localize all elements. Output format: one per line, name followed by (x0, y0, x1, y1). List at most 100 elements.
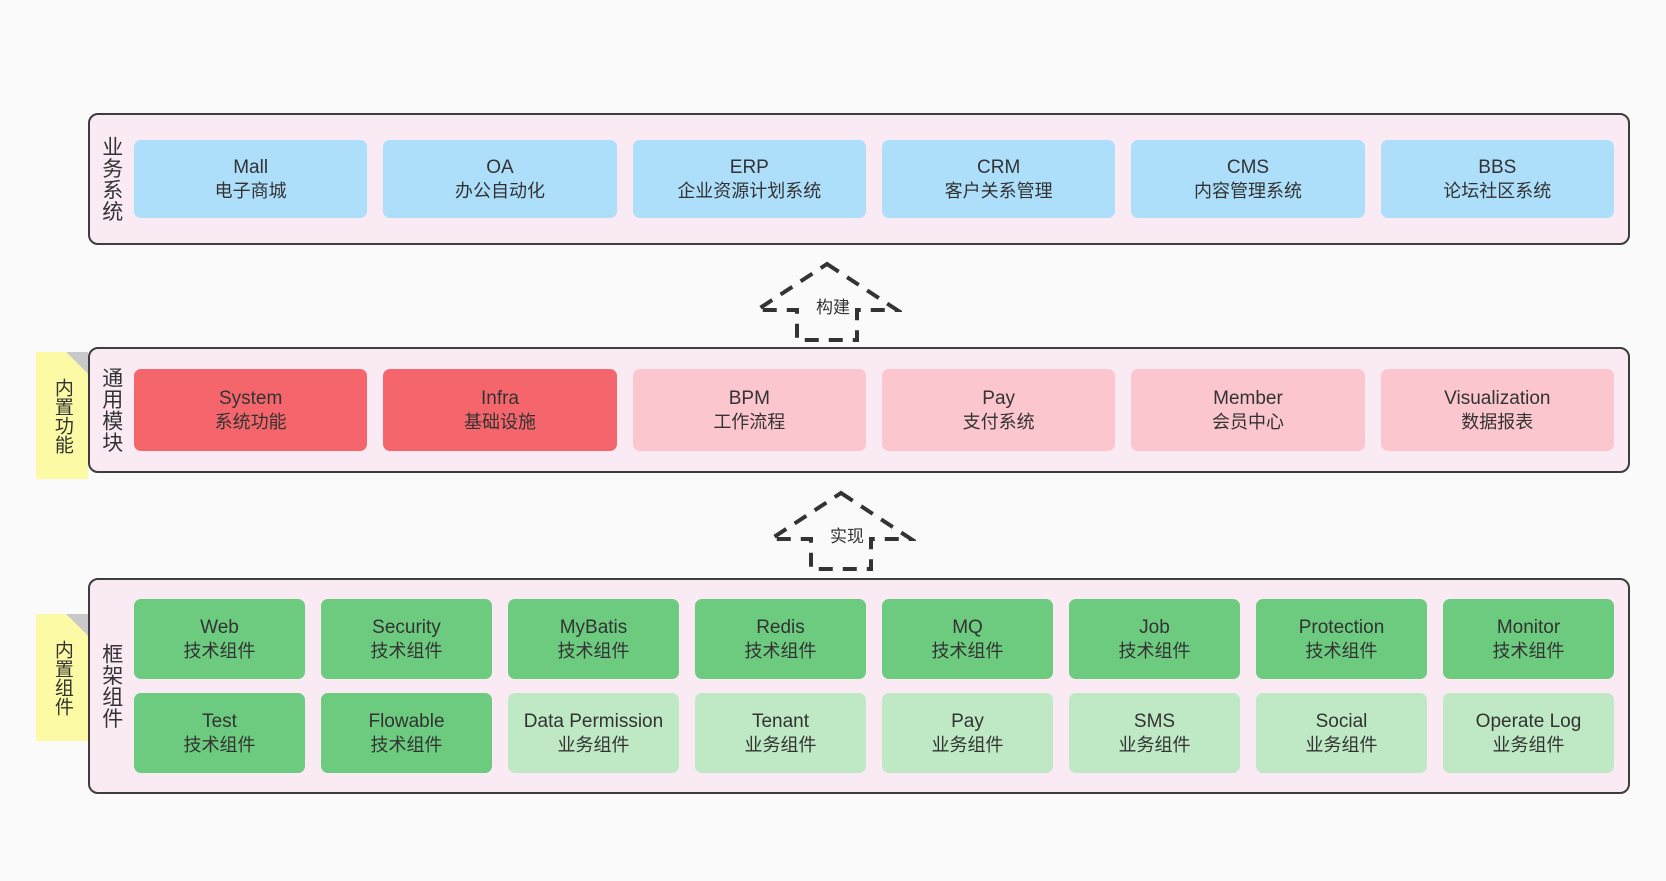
layer-title-common-modules: 通用模块 (99, 367, 123, 453)
card-protection[interactable]: Protection 技术组件 (1256, 599, 1427, 679)
card-subtitle: 论坛社区系统 (1443, 180, 1552, 201)
card-flowable[interactable]: Flowable 技术组件 (321, 693, 492, 773)
card-system[interactable]: System 系统功能 (134, 369, 368, 451)
card-web[interactable]: Web 技术组件 (134, 599, 305, 679)
card-title: Monitor (1496, 616, 1561, 638)
card-title: ERP (729, 156, 769, 178)
card-subtitle: 技术组件 (1492, 640, 1565, 661)
card-bpm[interactable]: BPM 工作流程 (632, 369, 866, 451)
layer-title-business-system: 业务系统 (99, 136, 123, 222)
card-title: MyBatis (559, 616, 628, 638)
card-title: Web (200, 616, 239, 638)
card-redis[interactable]: Redis 技术组件 (695, 599, 866, 679)
card-operate-log[interactable]: Operate Log 业务组件 (1443, 693, 1614, 773)
card-row: Mall 电子商城 OA 办公自动化 ERP 企业资源计划系统 CRM 客户关系… (134, 140, 1614, 218)
layer-body-common-modules: System 系统功能 Infra 基础设施 BPM 工作流程 Pay 支付系统… (132, 349, 1628, 471)
card-title: Visualization (1444, 387, 1551, 409)
folded-corner-icon (66, 352, 88, 374)
card-crm[interactable]: CRM 客户关系管理 (881, 140, 1116, 218)
card-title: Pay (982, 387, 1016, 409)
card-title: Flowable (368, 710, 445, 732)
card-row: Web 技术组件 Security 技术组件 MyBatis 技术组件 Redi… (134, 599, 1614, 679)
card-subtitle: 工作流程 (713, 411, 786, 432)
card-erp[interactable]: ERP 企业资源计划系统 (632, 140, 866, 218)
card-title: SMS (1133, 710, 1176, 732)
folded-corner-icon (66, 614, 88, 636)
connector-build-arrow (752, 261, 902, 342)
card-pay-component[interactable]: Pay 业务组件 (882, 693, 1053, 773)
card-bbs[interactable]: BBS 论坛社区系统 (1380, 140, 1614, 218)
card-sms[interactable]: SMS 业务组件 (1069, 693, 1240, 773)
card-row: System 系统功能 Infra 基础设施 BPM 工作流程 Pay 支付系统… (134, 369, 1614, 451)
card-data-permission[interactable]: Data Permission 业务组件 (508, 693, 679, 773)
layer-body-framework-components: Web 技术组件 Security 技术组件 MyBatis 技术组件 Redi… (132, 580, 1628, 792)
card-subtitle: 业务组件 (557, 734, 630, 755)
card-subtitle: 技术组件 (183, 640, 256, 661)
card-subtitle: 技术组件 (183, 734, 256, 755)
card-title: CMS (1226, 156, 1270, 178)
card-subtitle: 业务组件 (1305, 734, 1378, 755)
card-subtitle: 技术组件 (557, 640, 630, 661)
layer-title-framework-components: 框架组件 (99, 643, 123, 729)
card-subtitle: 技术组件 (370, 640, 443, 661)
sticky-note-label: 内置功能 (51, 377, 73, 454)
card-title: CRM (977, 156, 1021, 178)
card-job[interactable]: Job 技术组件 (1069, 599, 1240, 679)
card-title: BPM (728, 387, 770, 409)
card-title: System (218, 387, 283, 409)
card-title: Pay (951, 710, 984, 732)
card-title: Redis (756, 616, 805, 638)
card-title: Tenant (751, 710, 810, 732)
card-subtitle: 系统功能 (214, 411, 287, 432)
card-title: Member (1213, 387, 1283, 409)
card-subtitle: 电子商城 (214, 180, 287, 201)
card-row: Test 技术组件 Flowable 技术组件 Data Permission … (134, 693, 1614, 773)
card-mybatis[interactable]: MyBatis 技术组件 (508, 599, 679, 679)
card-mq[interactable]: MQ 技术组件 (882, 599, 1053, 679)
layer-framework-components: 框架组件 Web 技术组件 Security 技术组件 MyBatis 技术组件… (88, 578, 1630, 794)
layer-body-business-system: Mall 电子商城 OA 办公自动化 ERP 企业资源计划系统 CRM 客户关系… (132, 115, 1628, 243)
layer-business-system: 业务系统 Mall 电子商城 OA 办公自动化 ERP 企业资源计划系统 CRM… (88, 113, 1630, 245)
card-subtitle: 数据报表 (1461, 411, 1534, 432)
card-oa[interactable]: OA 办公自动化 (383, 140, 617, 218)
card-title: OA (486, 156, 514, 178)
card-pay[interactable]: Pay 支付系统 (881, 369, 1116, 451)
card-subtitle: 支付系统 (962, 411, 1035, 432)
card-subtitle: 技术组件 (931, 640, 1004, 661)
card-title: BBS (1478, 156, 1517, 178)
card-subtitle: 企业资源计划系统 (677, 180, 822, 201)
card-subtitle: 技术组件 (370, 734, 443, 755)
card-subtitle: 内容管理系统 (1193, 180, 1302, 201)
card-subtitle: 技术组件 (744, 640, 817, 661)
card-monitor[interactable]: Monitor 技术组件 (1443, 599, 1614, 679)
card-test[interactable]: Test 技术组件 (134, 693, 305, 773)
card-subtitle: 会员中心 (1211, 411, 1284, 432)
card-title: MQ (952, 616, 983, 638)
card-infra[interactable]: Infra 基础设施 (383, 369, 617, 451)
card-title: Mall (233, 156, 269, 178)
card-mall[interactable]: Mall 电子商城 (134, 140, 368, 218)
card-title: Job (1139, 616, 1170, 638)
card-title: Data Permission (523, 710, 664, 732)
card-title: Social (1315, 710, 1368, 732)
sticky-note-builtin-components: 内置组件 (36, 614, 88, 741)
card-title: Protection (1298, 616, 1385, 638)
card-member[interactable]: Member 会员中心 (1131, 369, 1365, 451)
card-security[interactable]: Security 技术组件 (321, 599, 492, 679)
card-cms[interactable]: CMS 内容管理系统 (1131, 140, 1365, 218)
sticky-note-label: 内置组件 (51, 639, 73, 716)
layer-common-modules: 通用模块 System 系统功能 Infra 基础设施 BPM 工作流程 Pay… (88, 347, 1630, 473)
card-subtitle: 业务组件 (931, 734, 1004, 755)
connector-implement-arrow (766, 490, 916, 571)
card-social[interactable]: Social 业务组件 (1256, 693, 1427, 773)
card-title: Test (202, 710, 237, 732)
card-subtitle: 技术组件 (1118, 640, 1191, 661)
card-visualization[interactable]: Visualization 数据报表 (1380, 369, 1614, 451)
card-subtitle: 业务组件 (1492, 734, 1565, 755)
card-subtitle: 业务组件 (1118, 734, 1191, 755)
card-tenant[interactable]: Tenant 业务组件 (695, 693, 866, 773)
card-subtitle: 业务组件 (744, 734, 817, 755)
connector-implement-label: 实现 (830, 527, 864, 546)
card-subtitle: 基础设施 (463, 411, 536, 432)
